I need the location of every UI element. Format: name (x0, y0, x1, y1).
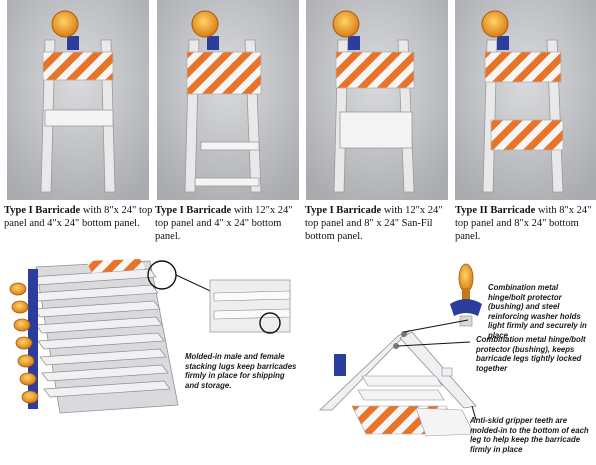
barricade-illustration (40, 10, 116, 193)
product-caption-1: Type I Barricade with 8"x 24" top panel … (4, 205, 154, 231)
product-title: Type II Barricade (455, 205, 536, 216)
product-description: with 8"x 24" top panel and 8"x 24" botto… (455, 205, 592, 242)
parts-illustration (300, 258, 596, 460)
stacking-illustration (0, 255, 300, 460)
leader-lines (397, 319, 477, 421)
stacking-callout: Molded-in male and female stacking lugs … (185, 352, 297, 390)
stacked-barricades (9, 259, 179, 414)
barricade-photo-4 (455, 0, 596, 200)
product-caption-2: Type I Barricade with 12"x 24" top panel… (155, 205, 305, 243)
a-frame-legs (318, 329, 477, 411)
product-description: with 8"x 24" top panel and 4"x 24" botto… (4, 205, 153, 229)
barricade-illustration (332, 10, 415, 193)
panels (351, 367, 475, 437)
washer-callout: Combination metal hinge/bolt protector (… (488, 283, 587, 340)
product-description: with 12"x 24" top panel and 8" x 24" San… (305, 205, 443, 242)
barricade-photo-1 (7, 0, 149, 200)
barricade-photo-2 (157, 0, 299, 200)
barricade-photo-3 (306, 0, 448, 200)
product-caption-4: Type II Barricade with 8"x 24" top panel… (455, 205, 593, 243)
product-caption-3: Type I Barricade with 12"x 24" top panel… (305, 205, 455, 243)
gripper-callout: Anti-skid gripper teeth are molded-in to… (470, 416, 589, 454)
amber-light (450, 263, 482, 327)
product-description: with 12"x 24" top panel and 4" x 24" bot… (155, 205, 293, 242)
product-title: Type I Barricade (155, 205, 232, 216)
product-title: Type I Barricade (4, 205, 81, 216)
barricade-illustration (481, 10, 564, 193)
product-title: Type I Barricade (305, 205, 382, 216)
zoom-inset (175, 274, 291, 334)
bushing-callout: Combination metal hinge/bolt protector (… (476, 335, 586, 373)
barricade-illustration (184, 10, 262, 193)
